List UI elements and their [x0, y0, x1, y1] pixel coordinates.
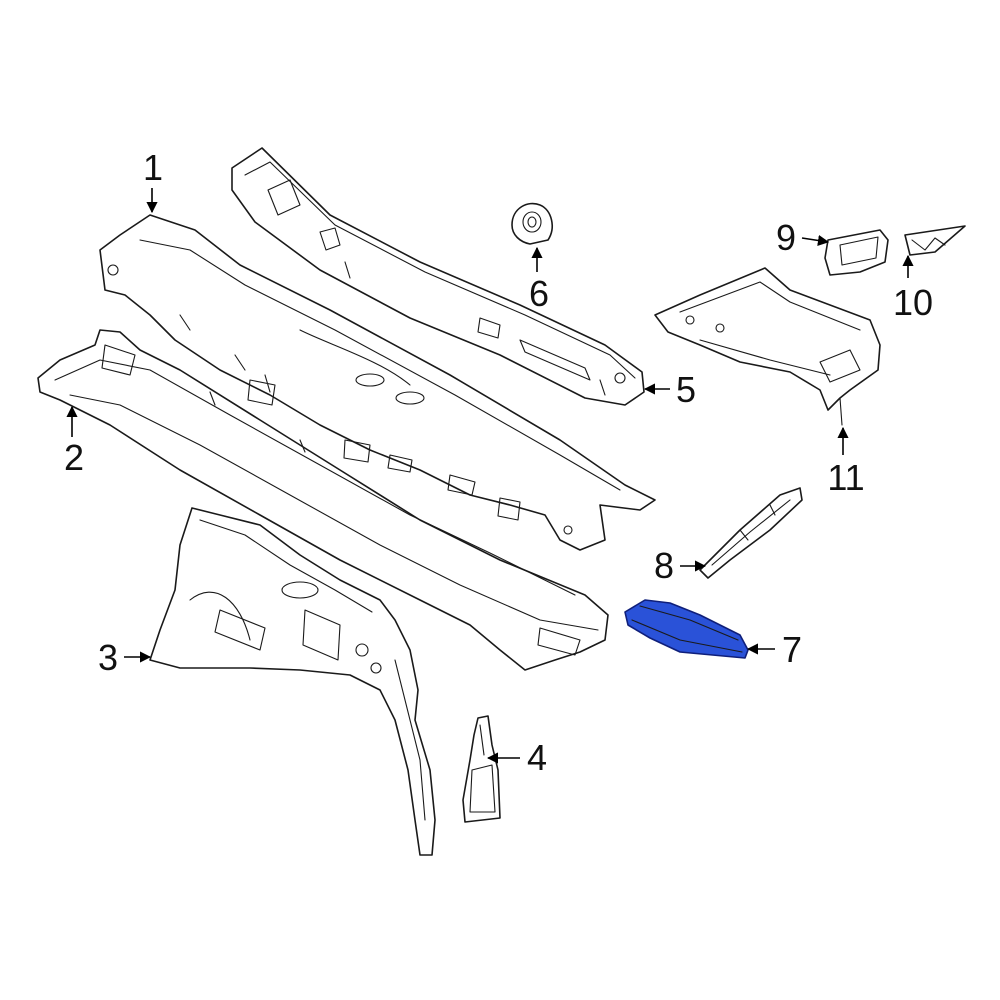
- callout-8: 8: [654, 545, 674, 586]
- callout-10: 10: [893, 282, 933, 323]
- leader-lines: [66, 188, 914, 764]
- part-7-highlighted-panel[interactable]: [624, 599, 749, 659]
- part-10-clip[interactable]: [904, 225, 966, 256]
- callout-7: 7: [782, 629, 802, 670]
- part-1-cowl-panel[interactable]: [99, 214, 656, 551]
- callout-6: 6: [529, 273, 549, 314]
- callout-11: 11: [827, 457, 864, 498]
- part-4-bracket[interactable]: [462, 715, 501, 823]
- callout-5: 5: [676, 369, 696, 410]
- part-11-plenum[interactable]: [654, 267, 881, 426]
- part-2-cowl-lower[interactable]: [37, 329, 609, 671]
- part-3-dash-panel[interactable]: [149, 507, 436, 856]
- part-6-grommet[interactable]: [511, 202, 553, 245]
- callout-4: 4: [527, 737, 547, 778]
- callout-1: 1: [143, 147, 163, 188]
- part-8-seal[interactable]: [699, 487, 803, 579]
- part-5-cowl-cover[interactable]: [231, 147, 645, 406]
- leader-9: [801, 234, 830, 247]
- part-9-bracket[interactable]: [824, 229, 889, 276]
- callout-2: 2: [64, 437, 84, 478]
- callout-9: 9: [776, 217, 796, 258]
- callout-3: 3: [98, 637, 118, 678]
- callout-labels: 1 2 3 4 5 6 7 8 9 10 11: [64, 147, 933, 778]
